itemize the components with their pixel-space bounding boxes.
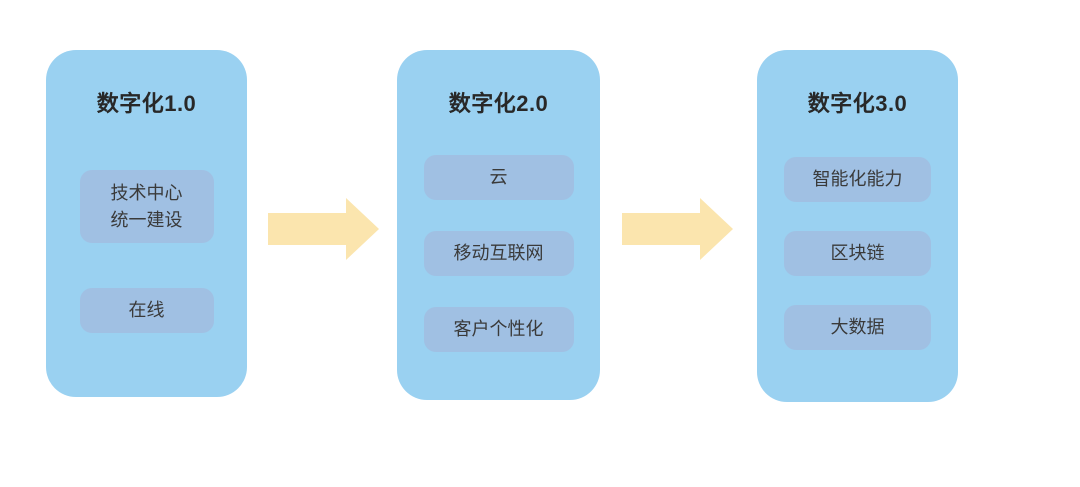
right-arrow-icon bbox=[268, 198, 379, 260]
stage-item-list: 智能化能力 区块链 大数据 bbox=[757, 157, 958, 350]
stage-item: 智能化能力 bbox=[784, 157, 931, 202]
stage-panel-digital-1-0: 数字化1.0 技术中心 统一建设 在线 bbox=[46, 50, 247, 397]
stage-item-list: 云 移动互联网 客户个性化 bbox=[397, 155, 600, 352]
stage-item: 大数据 bbox=[784, 305, 931, 350]
stage-item: 区块链 bbox=[784, 231, 931, 276]
stage-item-list: 技术中心 统一建设 在线 bbox=[46, 170, 247, 333]
stage-panel-digital-2-0: 数字化2.0 云 移动互联网 客户个性化 bbox=[397, 50, 600, 400]
stage-item: 客户个性化 bbox=[423, 307, 574, 352]
stage-item: 在线 bbox=[79, 288, 214, 333]
stage-title: 数字化2.0 bbox=[448, 91, 549, 116]
right-arrow-icon bbox=[622, 198, 733, 260]
stage-title: 数字化1.0 bbox=[96, 91, 197, 116]
stage-item: 云 bbox=[423, 155, 574, 200]
stage-item: 移动互联网 bbox=[423, 231, 574, 276]
stage-item: 技术中心 统一建设 bbox=[79, 170, 214, 243]
stage-panel-digital-3-0: 数字化3.0 智能化能力 区块链 大数据 bbox=[757, 50, 958, 402]
stage-title: 数字化3.0 bbox=[807, 91, 908, 116]
